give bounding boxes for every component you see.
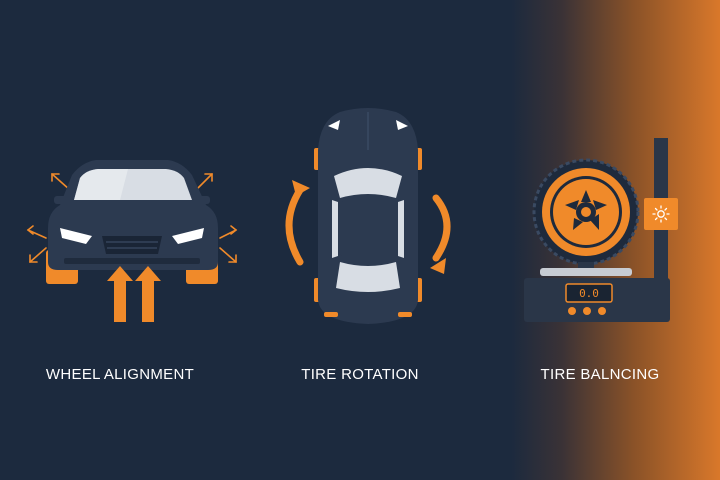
tire-balancing-caption: TIRE BALNCING	[540, 366, 660, 383]
car-front-alignment-icon	[26, 160, 238, 322]
tire-rotation-caption: TIRE ROTATION	[301, 366, 419, 383]
wheel-alignment-caption: WHEEL ALIGNMENT	[45, 366, 195, 383]
tire-rotation-panel: TIRE ROTATION	[240, 0, 480, 480]
car-top-rotation-icon	[285, 108, 451, 324]
balance-readout: 0.0	[579, 287, 599, 300]
wheel-balancer-icon: 0.0	[524, 138, 678, 322]
tire-balancing-panel: 0.0 TIRE BALNCING	[480, 0, 720, 480]
wheel-alignment-panel: WHEEL ALIGNMENT	[0, 0, 240, 480]
